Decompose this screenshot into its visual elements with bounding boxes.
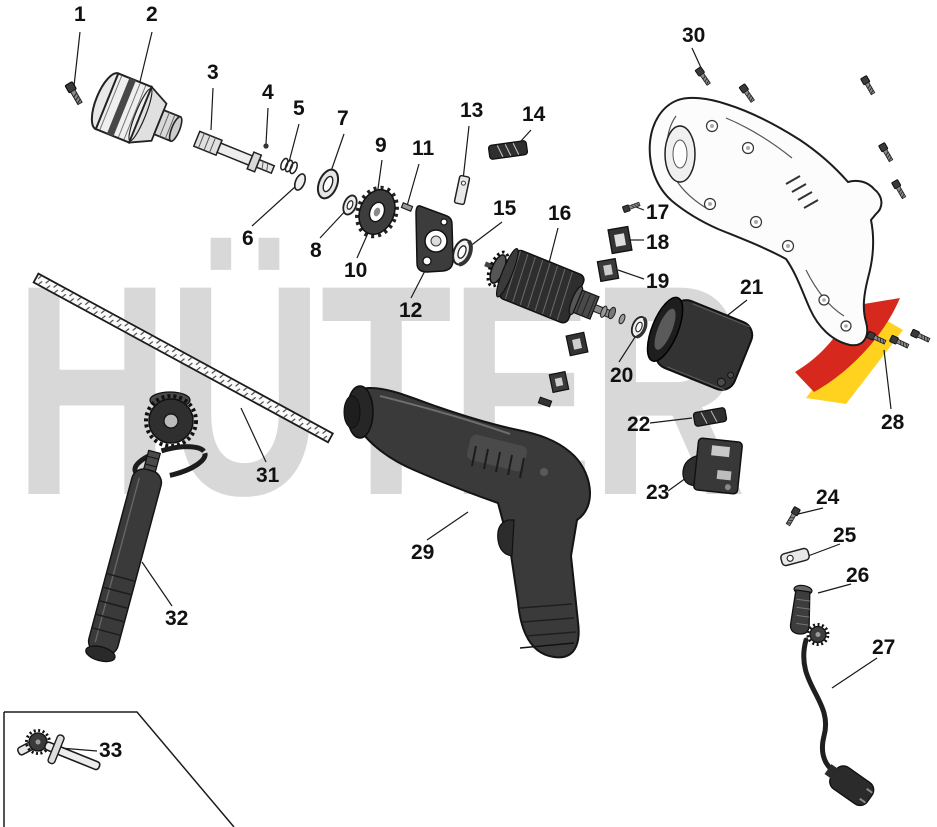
housing-side-screws bbox=[860, 75, 908, 200]
part-1-screw bbox=[64, 81, 85, 107]
part-label-31: 31 bbox=[256, 464, 280, 487]
part-5-spring bbox=[280, 157, 298, 175]
part-label-5: 5 bbox=[293, 97, 305, 120]
part-label-8: 8 bbox=[310, 239, 322, 262]
part-2-chuck bbox=[90, 72, 183, 144]
part-19-brush bbox=[596, 257, 620, 283]
part-32-side-handle bbox=[85, 391, 208, 663]
part-9-gear bbox=[355, 185, 399, 239]
part-18-brush-holder bbox=[607, 225, 633, 255]
housing-shell bbox=[648, 96, 883, 347]
part-label-3: 3 bbox=[207, 61, 219, 84]
part-12-gear-plate bbox=[415, 205, 454, 273]
part-label-11: 11 bbox=[412, 137, 435, 160]
part-label-25: 25 bbox=[833, 524, 857, 547]
part-20-bearing bbox=[630, 316, 648, 339]
part-label-9: 9 bbox=[375, 134, 387, 157]
part-label-17: 17 bbox=[646, 201, 670, 224]
part-label-1: 1 bbox=[74, 3, 86, 26]
part-6-washer bbox=[293, 173, 307, 191]
part-17-screw bbox=[621, 200, 641, 214]
part-label-7: 7 bbox=[337, 107, 349, 130]
part-8-washer bbox=[342, 194, 358, 216]
part-label-2: 2 bbox=[146, 3, 158, 26]
part-label-10: 10 bbox=[344, 259, 368, 282]
terminal-clip-small bbox=[537, 396, 553, 408]
shaft-rings bbox=[607, 306, 626, 325]
part-label-33: 33 bbox=[99, 739, 123, 762]
part-16-armature bbox=[484, 247, 614, 324]
part-label-15: 15 bbox=[493, 197, 517, 220]
part-27-cable bbox=[801, 637, 875, 807]
part-label-18: 18 bbox=[646, 231, 670, 254]
part-label-21: 21 bbox=[740, 276, 764, 299]
part-3-spindle bbox=[192, 130, 276, 175]
part-29-drill-body bbox=[343, 385, 591, 659]
part-label-28: 28 bbox=[881, 411, 905, 434]
part-label-32: 32 bbox=[165, 607, 189, 630]
part-label-29: 29 bbox=[411, 541, 435, 564]
part-label-30: 30 bbox=[682, 24, 706, 47]
inset-box bbox=[3, 711, 235, 827]
part-14-clip bbox=[487, 140, 529, 160]
part-label-27: 27 bbox=[872, 636, 896, 659]
part-24-screw bbox=[784, 506, 801, 527]
part-label-20: 20 bbox=[610, 364, 634, 387]
part-31-depth-rod bbox=[32, 272, 335, 444]
part-25-clamp-plate bbox=[780, 547, 810, 567]
part-label-4: 4 bbox=[262, 81, 274, 104]
part-4-pin bbox=[263, 143, 269, 149]
part-21-stator bbox=[646, 296, 754, 391]
part-label-23: 23 bbox=[646, 481, 670, 504]
part-label-13: 13 bbox=[460, 99, 484, 122]
brush-holder-secondary bbox=[565, 331, 589, 357]
part-22-terminal bbox=[692, 407, 728, 427]
part-23-switch bbox=[682, 437, 743, 495]
brush-secondary bbox=[548, 370, 570, 394]
part-label-19: 19 bbox=[646, 270, 670, 293]
part-label-24: 24 bbox=[816, 486, 840, 509]
part-11-pin bbox=[400, 202, 414, 212]
part-label-14: 14 bbox=[522, 103, 546, 126]
part-26-cord-guard bbox=[789, 584, 830, 647]
part-label-22: 22 bbox=[627, 413, 651, 436]
part-label-12: 12 bbox=[399, 299, 423, 322]
part-15-bearing bbox=[452, 238, 473, 267]
part-7-washer bbox=[316, 168, 340, 200]
part-13-plate bbox=[453, 174, 471, 206]
part-label-16: 16 bbox=[548, 202, 572, 225]
part-label-6: 6 bbox=[242, 227, 254, 250]
part-label-26: 26 bbox=[846, 564, 870, 587]
part-33-chuck-key bbox=[17, 729, 101, 771]
